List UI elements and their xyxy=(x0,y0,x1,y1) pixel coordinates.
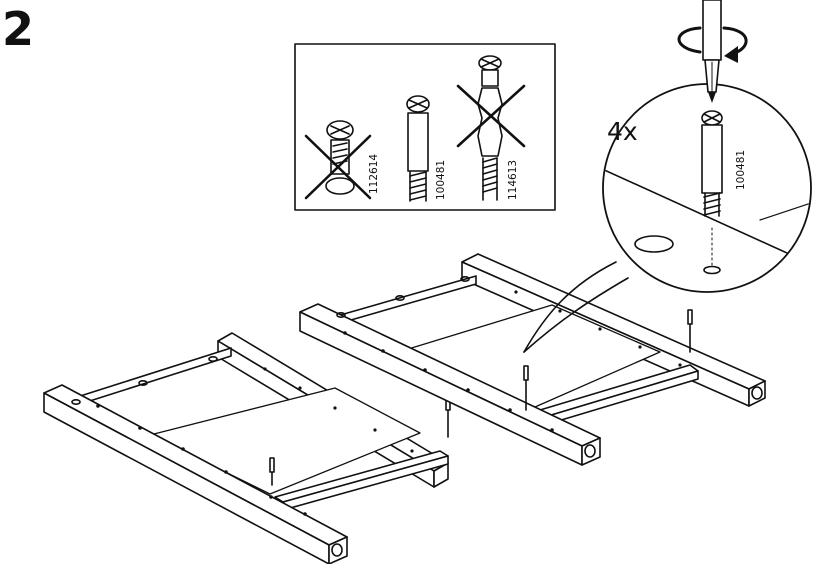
magnifier-callout xyxy=(523,0,812,353)
cam-lock-icon xyxy=(325,120,355,195)
part-code-label: 100481 xyxy=(435,159,447,200)
step-number: 2 xyxy=(2,2,35,56)
screwdriver-icon xyxy=(702,0,722,103)
right-frame xyxy=(299,253,766,466)
dowel-screw-icon xyxy=(406,95,430,202)
part-code-label: 114613 xyxy=(507,159,519,200)
part-code-label: 100481 xyxy=(735,149,747,190)
rotate-arrow-icon xyxy=(677,26,748,63)
left-frame xyxy=(43,332,451,564)
cross-out-icon xyxy=(456,84,526,148)
quantity-label: 4x xyxy=(607,117,638,146)
cross-out-icon xyxy=(304,134,372,200)
dowel-icon xyxy=(523,309,693,411)
part-code-label: 112614 xyxy=(368,153,380,194)
parts-comparison-box xyxy=(294,43,556,211)
expanding-dowel-icon xyxy=(477,55,503,201)
dowel-screw-icon xyxy=(701,110,723,217)
